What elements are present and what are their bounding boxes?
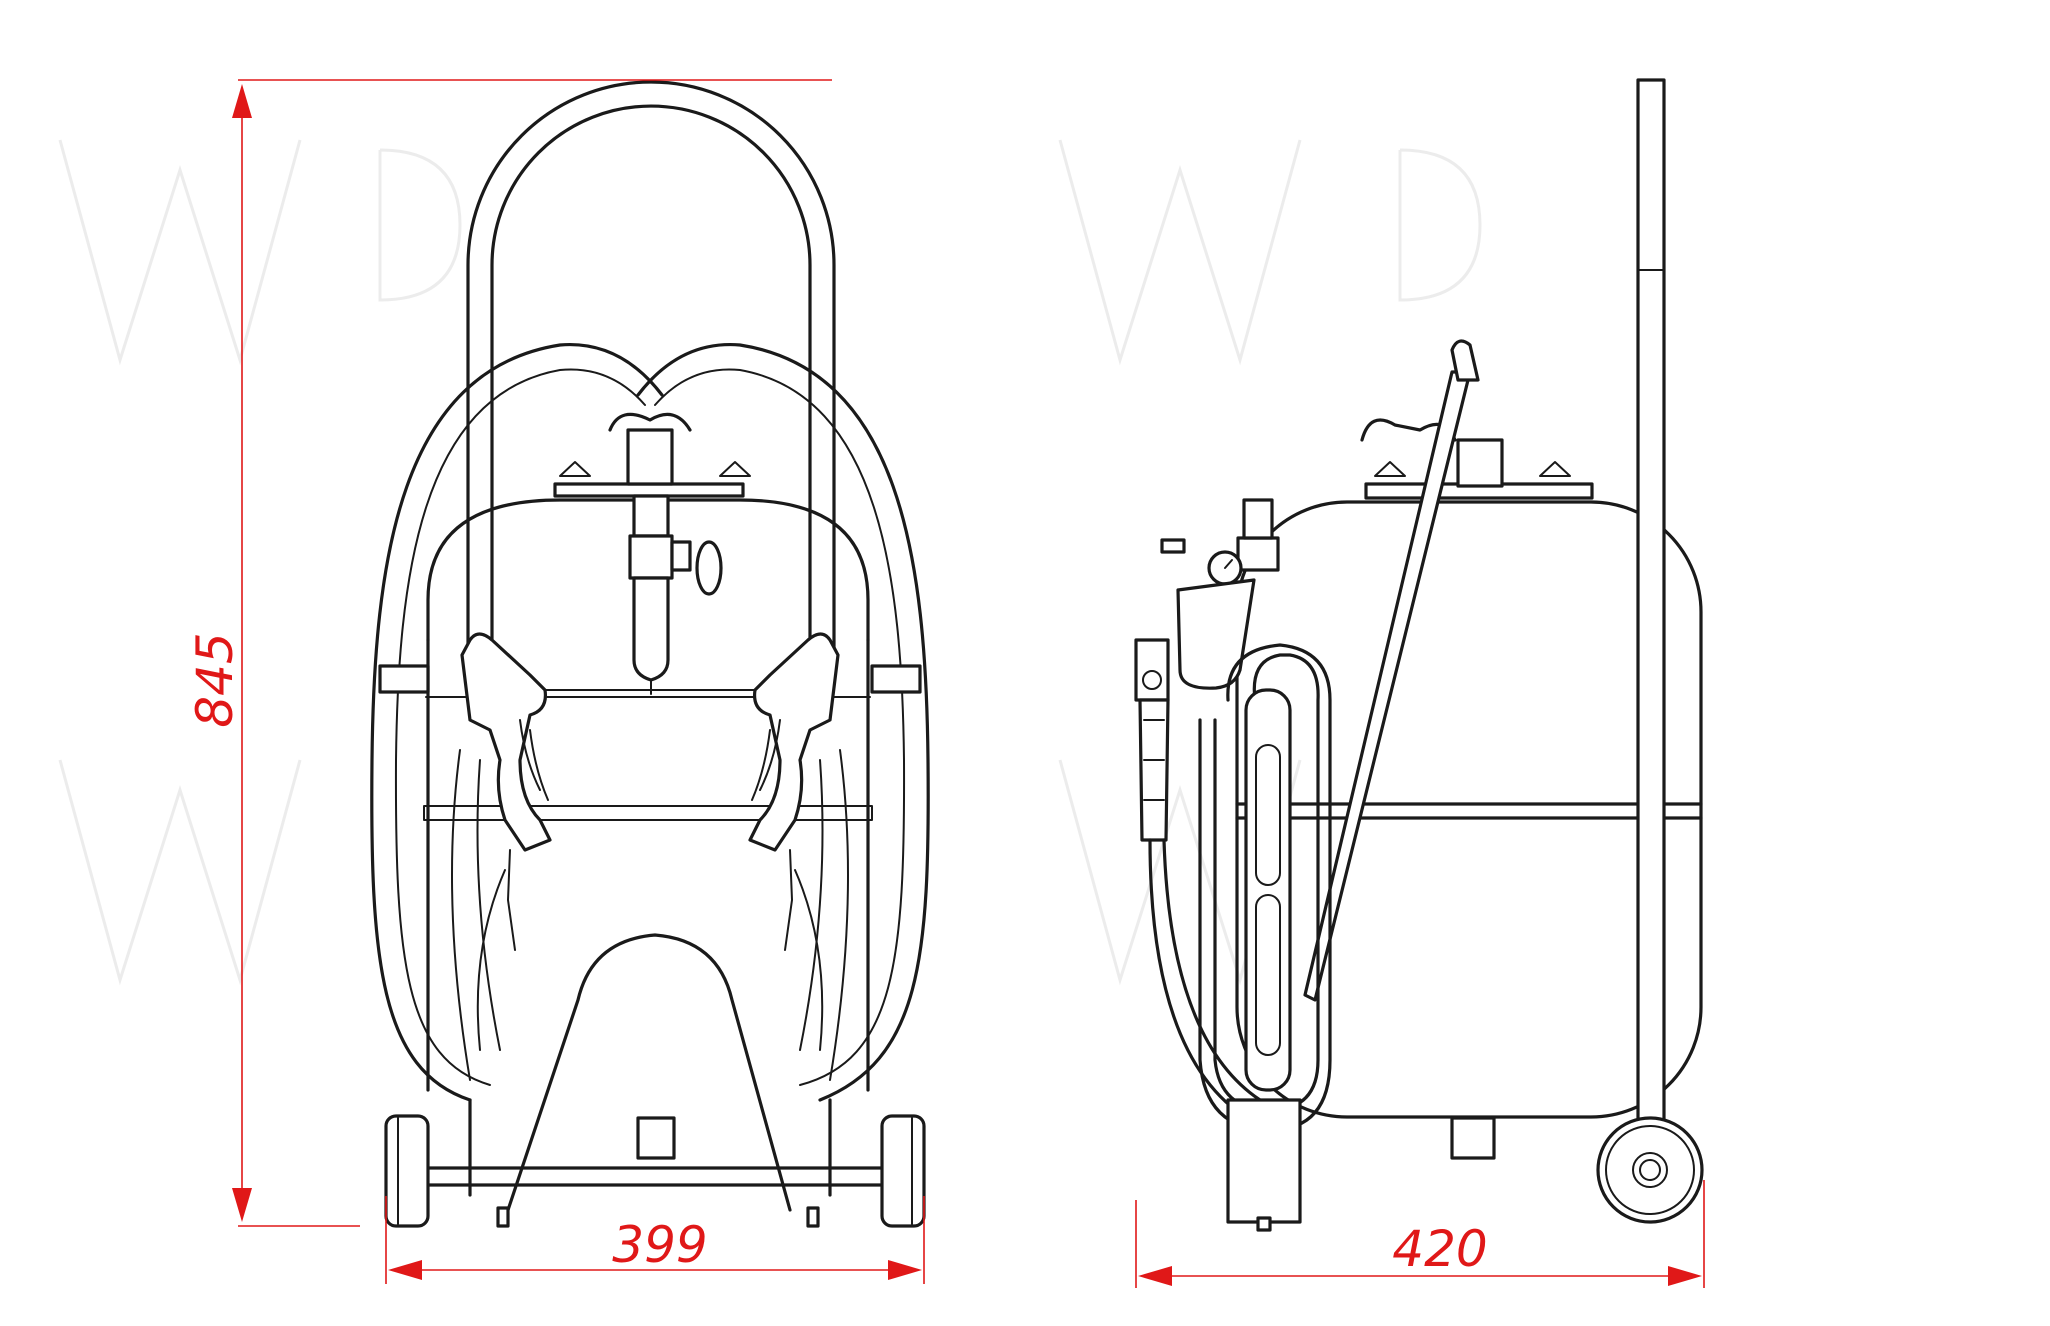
front-hose-right (636, 342, 930, 1102)
front-filter-bowl (632, 576, 670, 682)
front-handle-outer (466, 80, 836, 662)
dimension-front-width: 399 (385, 1196, 925, 1284)
front-arch (506, 933, 792, 1212)
front-view (370, 80, 930, 1228)
side-blow-gun (1134, 638, 1262, 1122)
front-gauge (695, 540, 723, 596)
side-view (1134, 78, 1704, 1232)
front-width-dimension-label: 399 (612, 1216, 707, 1274)
front-wheel-right (880, 1114, 926, 1228)
front-handle-inner (490, 104, 812, 662)
dimension-side-width: 420 (1135, 1180, 1705, 1288)
front-blow-gun-right (748, 632, 849, 1081)
side-width-dimension-label: 420 (1392, 1220, 1487, 1278)
front-wheel-left (384, 1114, 430, 1228)
side-filter-bowl (1176, 578, 1256, 690)
side-handle (1636, 78, 1666, 1147)
side-regulator (1236, 536, 1280, 572)
height-dimension-label: 845 (186, 632, 244, 727)
side-wheel (1596, 1116, 1704, 1224)
dimension-height: 845 (186, 79, 832, 1227)
front-regulator (632, 494, 670, 538)
side-tank (1235, 500, 1703, 1119)
front-hose-left (370, 342, 664, 1102)
front-blow-gun-left (451, 632, 552, 1081)
